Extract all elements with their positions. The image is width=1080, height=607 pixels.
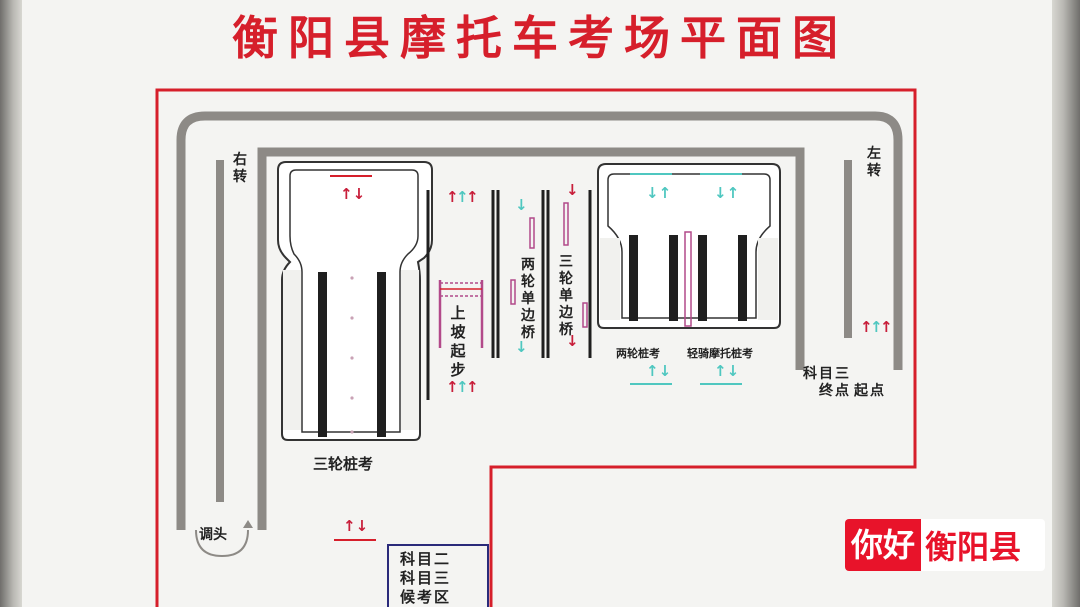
svg-text:↑: ↑ xyxy=(870,318,883,336)
svg-text:↑↓: ↑↓ xyxy=(343,517,368,535)
svg-text:↓: ↓ xyxy=(566,181,579,199)
bridge-lane-lines xyxy=(426,190,592,400)
watermark-rest: 衡阳县 xyxy=(925,528,1022,566)
moto-pile-bars xyxy=(629,235,747,321)
svg-text:↓↑: ↓↑ xyxy=(646,184,671,202)
subject3-start-label: 起点 xyxy=(854,383,886,399)
svg-text:↓: ↓ xyxy=(515,338,528,356)
uphill-start-label: 上坡起步 xyxy=(450,304,466,379)
moto-teal-marks xyxy=(630,173,742,385)
page-title: 衡阳县摩托车考场平面图 xyxy=(232,11,848,65)
waiting-area xyxy=(387,544,489,607)
moto-pile-inner xyxy=(607,173,771,319)
site-boundary xyxy=(155,88,917,607)
svg-text:↑: ↑ xyxy=(466,378,479,396)
two-wheel-pile-label: 两轮桩考 xyxy=(616,347,660,360)
board-frame-right xyxy=(1052,0,1080,607)
board-frame-left xyxy=(0,0,22,607)
three-wheel-bridge-label: 三轮单边桥 xyxy=(559,254,573,338)
uphill-ramp xyxy=(438,280,484,348)
moto-center-marker xyxy=(684,231,692,327)
u-turn-arrow xyxy=(195,529,249,558)
waiting-area-line-1: 科目二 xyxy=(400,550,452,568)
three-wheel-center-dots xyxy=(350,276,354,434)
watermark-badge: 你好 衡阳县 xyxy=(845,519,1045,571)
right-turn-label: 右转 xyxy=(233,152,247,185)
svg-text:↑: ↑ xyxy=(456,188,469,206)
outer-road xyxy=(176,111,903,530)
subject3-end-label: 科目三终点 xyxy=(803,366,851,399)
direction-arrows: ↑↓ ↑↑↑ ↑↑↑ ↓ ↓ ↓ ↓ ↓↑ ↓↑ ↑↓ ↑↓ ↑↑↑ ↑↓ xyxy=(340,181,893,535)
board-panel xyxy=(22,0,1052,607)
svg-text:↑↓: ↑↓ xyxy=(646,362,671,380)
waiting-area-line-3: 候考区 xyxy=(400,588,452,606)
moto-dots-right xyxy=(758,238,778,320)
svg-text:↑: ↑ xyxy=(466,188,479,206)
svg-text:↓: ↓ xyxy=(515,196,528,214)
moto-dots-left xyxy=(600,238,620,320)
svg-text:↑↓: ↑↓ xyxy=(714,362,739,380)
u-turn-arrowhead xyxy=(243,520,253,528)
svg-text:↑: ↑ xyxy=(456,378,469,396)
light-moto-pile-label: 轻骑摩托桩考 xyxy=(687,347,753,360)
three-wheel-pile-inner xyxy=(289,169,419,433)
svg-text:↑: ↑ xyxy=(446,188,459,206)
svg-text:↑: ↑ xyxy=(446,378,459,396)
svg-text:↑: ↑ xyxy=(880,318,893,336)
inner-road xyxy=(257,147,805,530)
svg-text:↓: ↓ xyxy=(566,332,579,350)
two-wheel-bridge-label: 两轮单边桥 xyxy=(521,257,535,341)
left-turn-label: 左转 xyxy=(867,146,881,179)
watermark-highlight: 你好 xyxy=(845,519,922,571)
bridge-markers xyxy=(510,202,588,328)
u-turn-label: 调头 xyxy=(199,527,227,543)
waiting-area-line-2: 科目三 xyxy=(400,569,452,587)
svg-text:↑: ↑ xyxy=(860,318,873,336)
pile-bar-left xyxy=(318,272,327,437)
svg-text:↓↑: ↓↑ xyxy=(714,184,739,202)
pile-dots-right xyxy=(401,270,419,430)
svg-text:↑↓: ↑↓ xyxy=(340,185,365,203)
three-wheel-pile-label: 三轮桩考 xyxy=(313,455,374,473)
pile-bar-right xyxy=(377,272,386,437)
pile-dots-left xyxy=(283,270,301,430)
